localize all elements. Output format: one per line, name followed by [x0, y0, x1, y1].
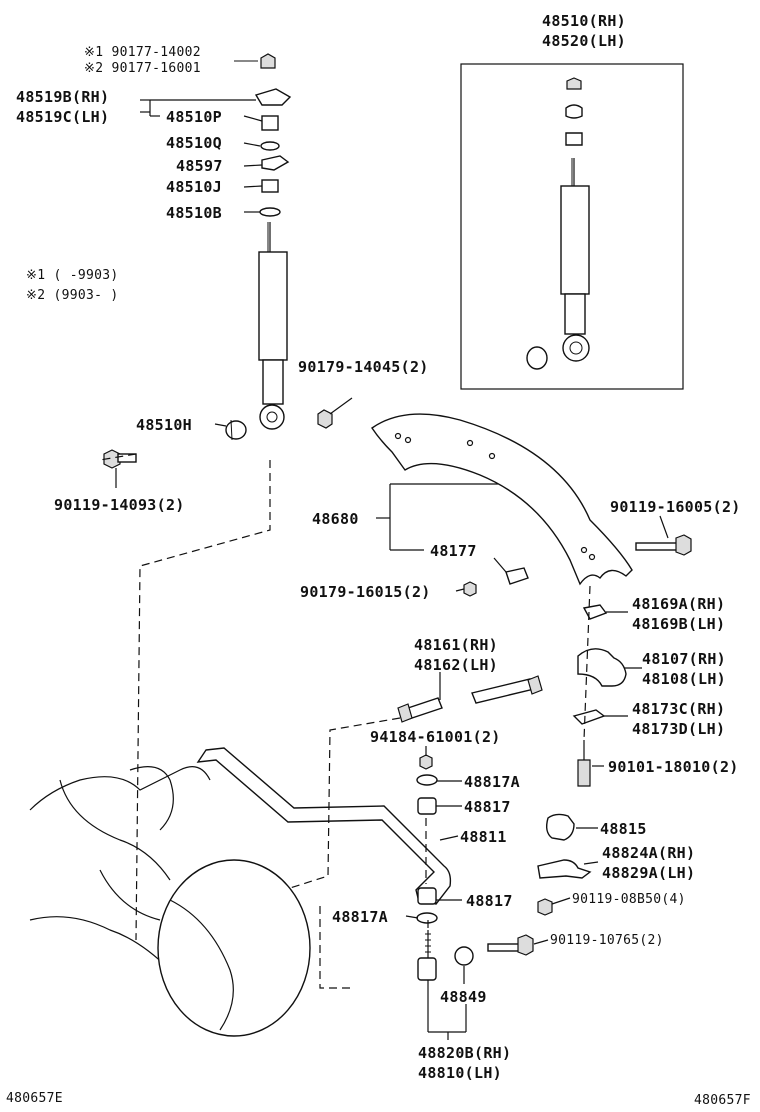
- label-90119-14093: 90119-14093(2): [54, 496, 185, 514]
- shock-absorber: [254, 53, 292, 430]
- bushing-48817-upper: [417, 797, 437, 815]
- label-48177: 48177: [430, 542, 477, 560]
- label-48817-lower: 48817: [466, 892, 513, 910]
- bolt-90119-14093: [103, 449, 137, 469]
- label-48162-lh: 48162(LH): [414, 656, 498, 674]
- bumper-48107: [577, 648, 627, 687]
- label-90119-16005: 90119-16005(2): [610, 498, 741, 516]
- label-48510B: 48510B: [166, 204, 222, 222]
- label-48107-rh: 48107(RH): [642, 650, 726, 668]
- label-90101-18010: 90101-18010(2): [608, 758, 739, 776]
- label-90179-14045: 90179-14045(2): [298, 358, 429, 376]
- label-48520-lh: 48520(LH): [542, 32, 626, 50]
- label-48510Q: 48510Q: [166, 134, 222, 152]
- bolt-90119-08B50: [537, 898, 553, 916]
- dashed-guide-lines: [99, 453, 591, 989]
- label-48817-upper: 48817: [464, 798, 511, 816]
- bushing-48510H: [225, 419, 247, 441]
- stabilizer-link: [397, 675, 543, 723]
- label-48817A-lower: 48817A: [332, 908, 388, 926]
- stabilizer-end-48820B: [417, 930, 437, 981]
- bushing-48817A-lower: [416, 912, 438, 924]
- stabilizer-bar: [196, 747, 452, 905]
- label-48680: 48680: [312, 510, 359, 528]
- collar-48177: [505, 567, 529, 585]
- label-ref-left: 480657E: [6, 1091, 63, 1106]
- label-48824A-rh: 48824A(RH): [602, 844, 695, 862]
- steering-knuckle-sketch: [29, 766, 311, 1037]
- label-48849: 48849: [440, 988, 487, 1006]
- nut-90179-14045: [317, 409, 333, 429]
- label-date-2: ※2 (9903- ): [26, 288, 118, 303]
- label-48597: 48597: [176, 157, 223, 175]
- plate-48173: [572, 709, 606, 725]
- label-90119-08B50: 90119-08B50(4): [572, 892, 686, 907]
- frame-crossmember: [371, 413, 633, 586]
- bushing-48817A-upper: [416, 774, 438, 786]
- inset-box: [460, 63, 684, 390]
- label-ref-right: 480657F: [694, 1093, 751, 1108]
- bushing-48817-lower: [417, 887, 437, 905]
- leader-lines: [115, 60, 669, 1040]
- inset-shock-absorber: [526, 77, 590, 370]
- label-date-1: ※1 ( -9903): [26, 268, 118, 283]
- part-labels: 48510(RH) 48520(LH) ※1 90177-14002 ※2 90…: [6, 12, 751, 1108]
- bolt-90101-18010: [577, 740, 591, 787]
- stabilizer-bracket-48824: [537, 859, 592, 879]
- label-48811: 48811: [460, 828, 507, 846]
- nut-90179-16015: [463, 581, 477, 597]
- label-48519B-rh: 48519B(RH): [16, 88, 109, 106]
- stabilizer-bushing-48815: [545, 813, 575, 841]
- label-94184-61001: 94184-61001(2): [370, 728, 501, 746]
- label-48510H: 48510H: [136, 416, 192, 434]
- collar-48849: [454, 946, 474, 966]
- label-90119-10765: 90119-10765(2): [550, 933, 664, 948]
- label-48817A-upper: 48817A: [464, 773, 520, 791]
- label-48173C-rh: 48173C(RH): [632, 700, 725, 718]
- nut-94184: [419, 754, 433, 770]
- label-48810-lh: 48810(LH): [418, 1064, 502, 1082]
- label-48510-rh: 48510(RH): [542, 12, 626, 30]
- label-48169B-lh: 48169B(LH): [632, 615, 725, 633]
- label-48161-rh: 48161(RH): [414, 636, 498, 654]
- label-48519C-lh: 48519C(LH): [16, 108, 109, 126]
- label-48820B-rh: 48820B(RH): [418, 1044, 511, 1062]
- label-48173D-lh: 48173D(LH): [632, 720, 725, 738]
- label-48108-lh: 48108(LH): [642, 670, 726, 688]
- bolt-90119-10765: [487, 934, 534, 956]
- label-note1-code: ※1 90177-14002: [84, 45, 201, 60]
- label-48829A-lh: 48829A(LH): [602, 864, 695, 882]
- label-note2-code: ※2 90177-16001: [84, 61, 201, 76]
- label-48510J: 48510J: [166, 178, 222, 196]
- label-48510P: 48510P: [166, 108, 222, 126]
- label-90179-16015: 90179-16015(2): [300, 583, 431, 601]
- label-48815: 48815: [600, 820, 647, 838]
- label-48169A-rh: 48169A(RH): [632, 595, 725, 613]
- bracket-48169: [582, 604, 608, 620]
- bolt-90119-16005: [635, 534, 692, 556]
